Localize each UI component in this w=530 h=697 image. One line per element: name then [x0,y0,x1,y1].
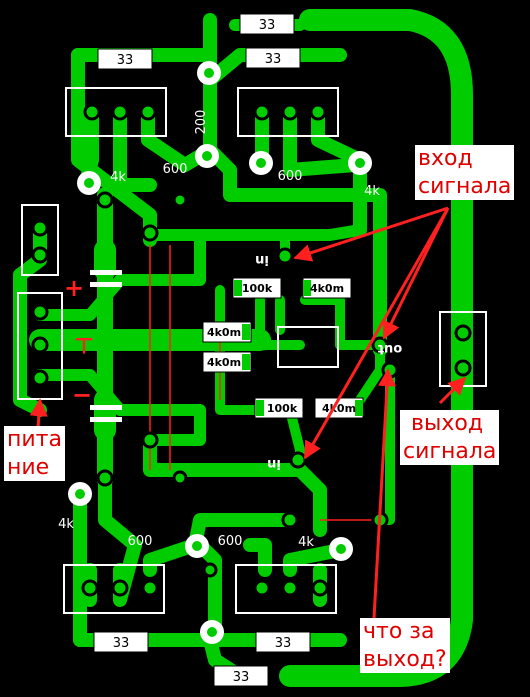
resistor-4k-top-left: 4k [110,170,126,185]
power-annotation-line1: пита [7,427,62,452]
smd-4k0m-mid1: 4k0m [207,326,241,339]
component-outlines [17,87,487,614]
input-annotation-line2: сигнала [418,173,512,199]
resistor-33-bottom-right: 33 [275,636,292,651]
resistor-4k-bottom-left: 4k [58,517,74,532]
resistor-200: 200 [194,110,209,135]
question-annotation: что за выход? [360,618,450,673]
resistor-33-bottom-left: 33 [113,636,130,651]
output-annotation-line2: сигнала [403,438,497,464]
pin-in-bottom: in [267,456,281,471]
resistor-600-bottom-right: 600 [218,534,243,549]
resistor-600-top-right: 600 [278,169,303,184]
smd-100k-bottom: 100k [267,402,298,415]
question-annotation-line2: выход? [363,646,447,672]
smd-end-pads [234,280,363,416]
plus-sign: + [64,274,84,302]
resistor-33-top: 33 [259,18,276,33]
power-annotation: пита ние [4,426,65,481]
small-pads [31,103,472,597]
smd-4k0m-top: 4k0m [310,282,344,295]
input-annotation-line1: вход [418,146,473,171]
power-annotation-line2: ние [7,454,50,480]
annotation-arrows [29,206,467,619]
resistor-33-bottom: 33 [233,670,250,685]
ground-sign: ⊥ [74,332,94,357]
output-signal-annotation: выход сигнала [400,410,500,465]
input-signal-annotation: вход сигнала [415,145,515,200]
resistor-bodies [93,13,311,687]
resistor-4k-top-right: 4k [364,184,380,199]
smd-100k-top: 100k [242,282,273,295]
resistor-33-top-right: 33 [265,52,282,67]
pin-in-top: in [255,252,269,267]
resistor-4k-bottom-right: 4k [298,535,314,550]
output-annotation-line1: выход [411,411,484,436]
smd-4k0m-mid2: 4k0m [207,356,241,369]
resistor-33-top-left: 33 [117,53,134,68]
pin-out: out [378,341,402,356]
question-annotation-line1: что за [363,619,435,644]
resistor-600-top-left: 600 [163,162,188,177]
minus-sign: − [72,381,92,409]
resistor-600-bottom-left: 600 [128,534,153,549]
smd-resistors [202,277,364,419]
chip-label: 2134 [290,347,326,365]
pad-holes [75,68,365,637]
smd-4k0m-bottom: 4k0m [322,402,356,415]
capacitors [90,270,122,422]
